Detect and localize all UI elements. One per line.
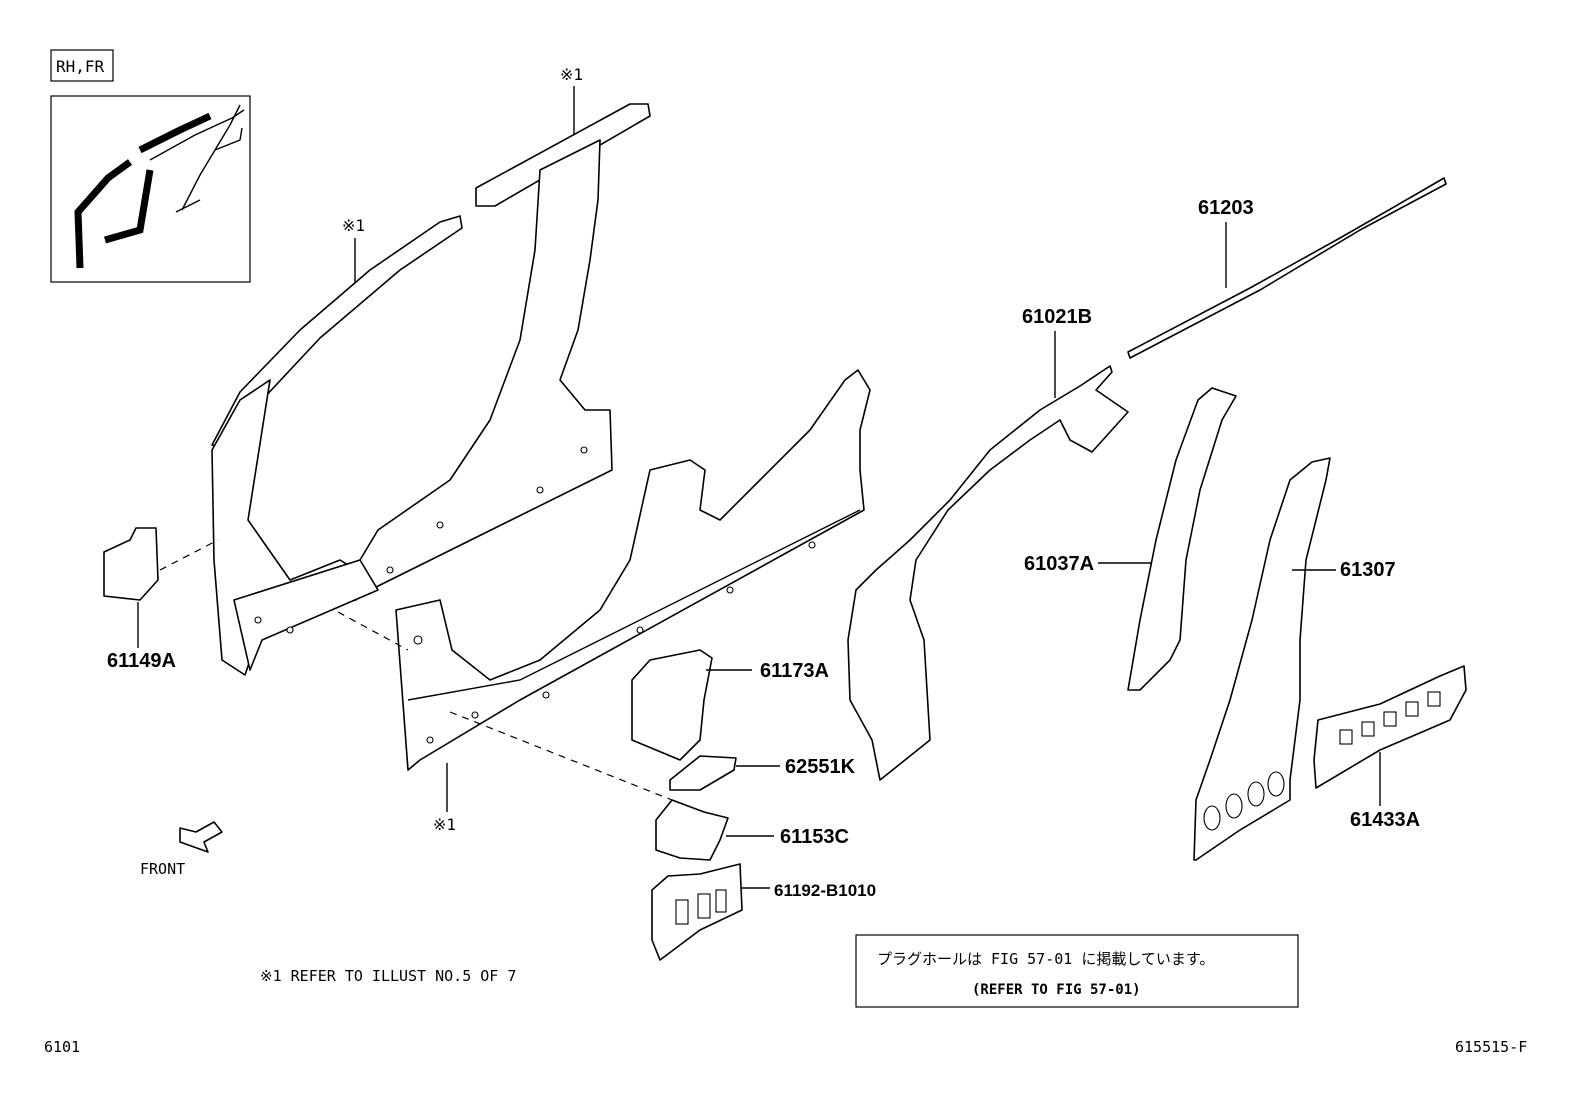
label-61433A: 61433A bbox=[1350, 809, 1420, 831]
figure-code: 615515-F bbox=[1455, 1038, 1527, 1056]
svg-text:RH,FR: RH,FR bbox=[56, 57, 105, 76]
rocker-outer-holes bbox=[254, 446, 588, 634]
inner-panel-holes bbox=[413, 541, 816, 744]
inset-thumbnail bbox=[50, 95, 251, 283]
roof-rail-front-piece bbox=[475, 103, 651, 207]
bracket-61173A bbox=[631, 649, 713, 761]
inner-panel-edge bbox=[407, 509, 861, 701]
svg-text:※1: ※1 bbox=[433, 815, 456, 834]
label-61173A: 61173A bbox=[760, 660, 829, 682]
dash-61153C bbox=[449, 711, 673, 801]
rocker-reinforcement-holes bbox=[1339, 691, 1441, 745]
ref-marker-bottom: ※1 bbox=[433, 763, 456, 834]
bracket-61153C bbox=[655, 799, 729, 861]
roof-rail-61203 bbox=[1127, 177, 1447, 359]
notice-jp: プラグホールは FIG 57-01 に掲載しています。 bbox=[877, 950, 1214, 968]
label-61203: 61203 bbox=[1198, 197, 1254, 219]
label-61021B: 61021B bbox=[1022, 306, 1092, 328]
footnote: ※1 REFER TO ILLUST NO.5 OF 7 bbox=[260, 967, 516, 985]
pillar-reinforcement-61037A bbox=[1127, 387, 1237, 691]
panel-61192-slots bbox=[675, 889, 727, 925]
rocker-reinforcement-61433A bbox=[1313, 665, 1467, 789]
plate-62551K bbox=[669, 755, 737, 791]
ref-marker-top: ※1 bbox=[560, 65, 583, 135]
label-62551K: 62551K bbox=[785, 756, 856, 778]
panel-61192-B1010 bbox=[651, 863, 743, 961]
label-61307: 61307 bbox=[1340, 559, 1396, 581]
inner-side-panel bbox=[395, 369, 871, 771]
label-61153C: 61153C bbox=[780, 826, 849, 848]
ref-marker-left: ※1 bbox=[342, 216, 365, 283]
center-pillar-outer bbox=[359, 139, 613, 591]
notice-en: (REFER TO FIG 57-01) bbox=[972, 982, 1141, 998]
center-pillar-inner-61307 bbox=[1193, 457, 1331, 861]
view-tag: RH,FR bbox=[50, 49, 114, 82]
rocker-outer bbox=[233, 559, 379, 671]
dash-rocker bbox=[337, 611, 409, 651]
front-label: FRONT bbox=[140, 860, 185, 878]
label-61037A: 61037A bbox=[1024, 553, 1094, 575]
page-code: 6101 bbox=[44, 1038, 80, 1056]
svg-text:※1: ※1 bbox=[342, 216, 365, 235]
a-pillar-inner-61021B bbox=[847, 365, 1129, 781]
front-arrow-icon bbox=[179, 821, 223, 853]
svg-text:※1: ※1 bbox=[560, 65, 583, 84]
bracket-61149A bbox=[103, 527, 159, 601]
notice-box: プラグホールは FIG 57-01 に掲載しています。 (REFER TO FI… bbox=[855, 934, 1299, 1008]
dash-61149A bbox=[159, 539, 219, 571]
center-pillar-inner-holes bbox=[1203, 771, 1285, 831]
label-61192-B1010: 61192-B1010 bbox=[774, 881, 876, 900]
label-61149A: 61149A bbox=[107, 650, 176, 672]
